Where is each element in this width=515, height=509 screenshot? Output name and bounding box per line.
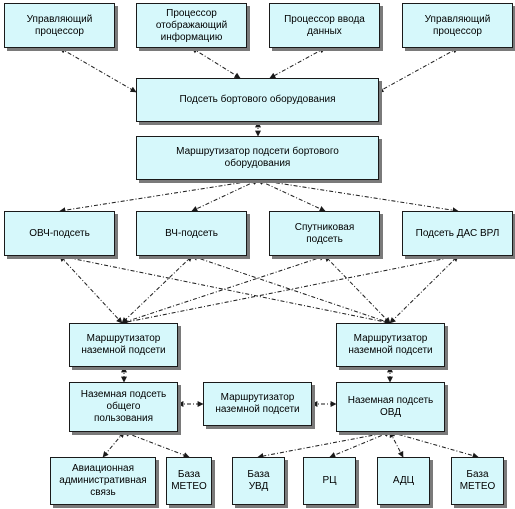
connection-line-13	[121, 254, 326, 325]
node-ssr-subnet: Подсеть ДАС ВРЛ	[402, 211, 513, 256]
connection-line-22	[123, 431, 190, 458]
connection-line-0	[59, 47, 137, 93]
connection-line-9	[59, 255, 123, 324]
node-ground-router-right: Маршрутизатор наземной подсети	[336, 323, 445, 367]
connection-line-7	[257, 179, 326, 212]
node-control-processor-1: Управляющий процессор	[4, 3, 115, 48]
node-atc-db: База УВД	[232, 457, 285, 505]
node-ground-router-left: Маршрутизатор наземной подсети	[69, 323, 178, 367]
node-control-processor-2: Управляющий процессор	[402, 3, 513, 48]
connection-line-14	[324, 255, 391, 324]
node-satellite-subnet: Спутниковая подсеть	[269, 211, 380, 256]
node-display-processor: Процессор отображающий информацию	[136, 3, 247, 48]
connection-line-11	[121, 255, 193, 324]
node-vhf-subnet: ОВЧ-подсеть	[4, 211, 115, 256]
connection-line-25	[389, 431, 404, 458]
connection-line-21	[102, 431, 125, 458]
node-ground-router-middle: Маршрутизатор наземной подсети	[203, 382, 312, 426]
node-ground-atc-subnet: Наземная подсеть ОВД	[336, 382, 445, 432]
connection-line-23	[257, 430, 391, 459]
connection-line-24	[329, 431, 391, 458]
connection-line-8	[257, 177, 459, 214]
node-rc: РЦ	[303, 457, 356, 505]
connection-line-16	[389, 255, 459, 324]
node-meteo-db-right: База МЕТЕО	[451, 457, 504, 505]
connection-line-26	[389, 430, 479, 459]
node-ground-public-subnet: Наземная подсеть общего пользования	[69, 382, 178, 432]
connection-line-2	[269, 47, 326, 79]
node-meteo-db-left: База МЕТЕО	[166, 457, 212, 505]
connection-line-12	[191, 254, 391, 325]
node-avionics-router: Маршрутизатор подсети бортового оборудов…	[136, 136, 379, 180]
node-adc: АДЦ	[377, 457, 430, 505]
connection-line-3	[377, 47, 459, 93]
connection-line-5	[59, 177, 259, 214]
node-avionics-subnet: Подсеть бортового оборудования	[136, 78, 379, 122]
connection-line-6	[191, 179, 259, 212]
connection-line-1	[191, 47, 241, 79]
node-input-processor: Процессор ввода данных	[269, 3, 380, 48]
node-aviation-admin-comms: Авиационная административная связь	[50, 457, 156, 505]
connection-line-15	[121, 254, 459, 325]
node-hf-subnet: ВЧ-подсеть	[136, 211, 247, 256]
